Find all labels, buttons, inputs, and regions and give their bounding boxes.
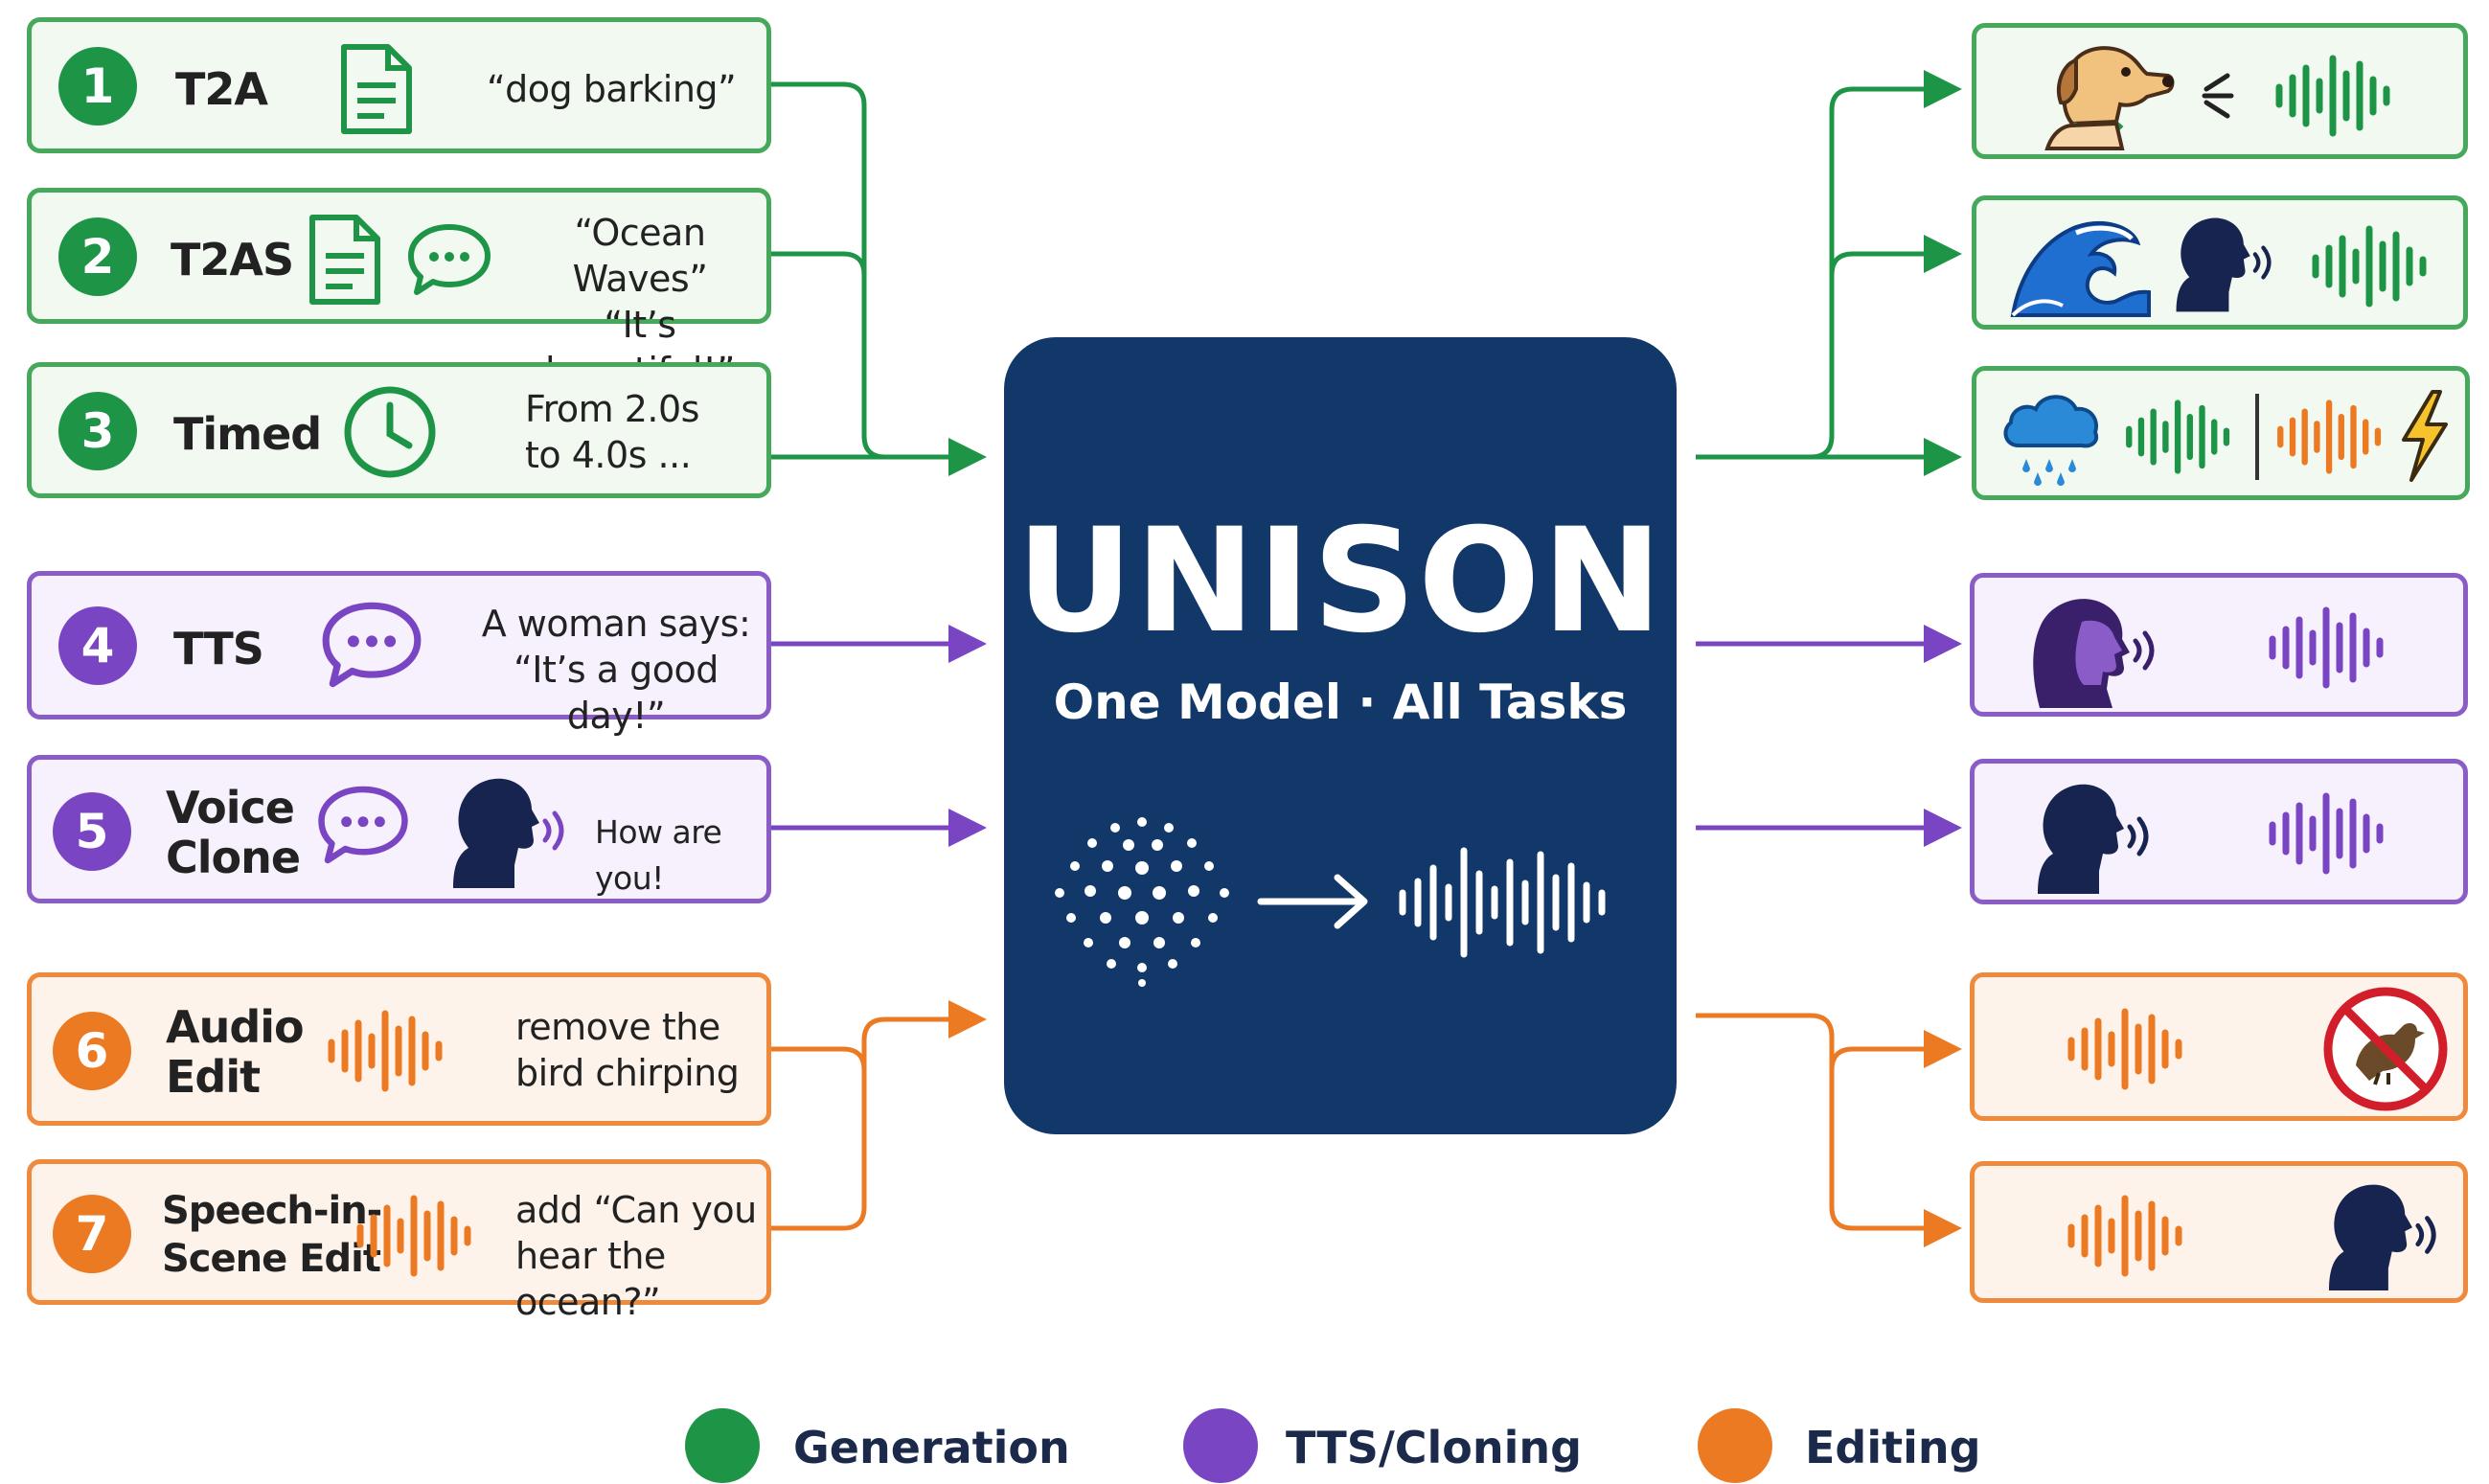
task-number-badge: 7 <box>53 1195 131 1273</box>
task-label: Audio Edit <box>166 1001 305 1103</box>
model-title: UNISON <box>1016 498 1665 665</box>
task-card-tts: 4 TTS A woman says: “It’s a good day!” <box>27 571 771 737</box>
clock-icon <box>340 382 440 482</box>
waveform-icon <box>2059 1008 2193 1090</box>
legend-dot-editing <box>1698 1408 1772 1483</box>
waveform-icon <box>2272 55 2396 137</box>
speaking-head-icon <box>444 773 578 888</box>
task-label: Speech-in- Scene Edit <box>162 1189 382 1281</box>
rain-cloud-icon <box>1998 386 2103 488</box>
task-number-badge: 1 <box>58 47 137 126</box>
task-card-audio-edit: 6 Audio Edit remove the bird chirping <box>27 972 771 1126</box>
task-card-t2as: 2 T2AS “Ocean Waves” “It’s beautiful!” <box>27 188 771 392</box>
noise-dots-icon <box>1046 814 1238 987</box>
task-label: T2A <box>175 63 268 115</box>
task-card-t2a: 1 T2A “dog barking” <box>27 17 771 153</box>
dog-icon <box>2034 35 2178 150</box>
document-icon <box>338 43 415 135</box>
task-prompt: From 2.0s to 4.0s ... <box>525 388 699 476</box>
task-number-badge: 2 <box>58 217 137 296</box>
output-card-cloned-voice <box>1970 759 2468 904</box>
task-label: T2AS <box>171 234 294 285</box>
woman-speaking-icon <box>2026 593 2170 708</box>
task-number-badge: 4 <box>58 606 137 685</box>
task-number-badge: 3 <box>58 392 137 470</box>
document-icon <box>307 214 383 306</box>
task-card-timed: 3 Timed From 2.0s to 4.0s ... <box>27 362 771 498</box>
legend-label-generation: Generation <box>793 1422 1070 1473</box>
waveform-icon <box>324 1010 448 1092</box>
waveform-icon <box>2308 225 2432 308</box>
waveform-icon <box>2059 1195 2193 1277</box>
unison-model-box: UNISON One Model · All Tasks <box>1004 337 1677 1134</box>
output-card-dog-bark <box>1972 23 2468 159</box>
lightning-icon <box>2398 390 2452 482</box>
task-prompt: How are you! <box>595 813 722 897</box>
speech-bubble-icon <box>319 599 424 691</box>
task-label: Timed <box>173 408 322 460</box>
output-card-rain-thunder <box>1972 366 2470 500</box>
task-card-voice-clone: 5 Voice Clone How are you! <box>27 755 771 903</box>
speaking-head-icon <box>2168 210 2283 315</box>
wave-icon <box>2009 214 2153 319</box>
task-card-speech-in-scene-edit: 7 Speech-in- Scene Edit add “Can you hea… <box>27 1159 771 1323</box>
speaking-head-icon <box>2028 779 2162 894</box>
arrow-right-icon <box>1255 870 1374 933</box>
legend-dot-tts <box>1183 1408 1258 1483</box>
no-bird-icon <box>2321 985 2450 1113</box>
waveform-icon <box>2260 792 2394 875</box>
legend-label-editing: Editing <box>1805 1422 1981 1473</box>
waveform-icon <box>2122 396 2235 478</box>
legend-label-tts: TTS/Cloning <box>1286 1422 1583 1473</box>
task-label: Voice Clone <box>166 782 301 883</box>
output-card-woman-speech <box>1970 573 2468 717</box>
bark-lines-icon <box>2199 70 2237 122</box>
task-number-badge: 6 <box>53 1012 131 1090</box>
waveform-icon <box>1397 845 1617 960</box>
output-card-ocean-speech <box>1972 195 2468 330</box>
waveform-icon <box>2273 396 2386 478</box>
task-number-badge: 5 <box>53 792 131 871</box>
output-card-bird-removed <box>1970 972 2468 1121</box>
model-subtitle: One Model · All Tasks <box>1053 674 1628 730</box>
waveform-icon <box>2260 606 2394 689</box>
task-label: TTS <box>173 623 264 674</box>
speaking-head-icon <box>2319 1179 2450 1290</box>
waveform-icon <box>353 1195 477 1277</box>
task-prompt: “dog barking” <box>487 68 737 110</box>
divider <box>2254 394 2260 480</box>
task-prompt: add “Can you hear the ocean?” <box>515 1189 757 1323</box>
output-card-speech-in-scene <box>1970 1161 2468 1303</box>
task-prompt: remove the bird chirping <box>515 1006 740 1094</box>
speech-bubble-icon <box>405 221 493 298</box>
task-prompt: A woman says: “It’s a good day!” <box>481 603 751 737</box>
speech-bubble-icon <box>315 783 411 867</box>
legend-dot-generation <box>685 1408 760 1483</box>
